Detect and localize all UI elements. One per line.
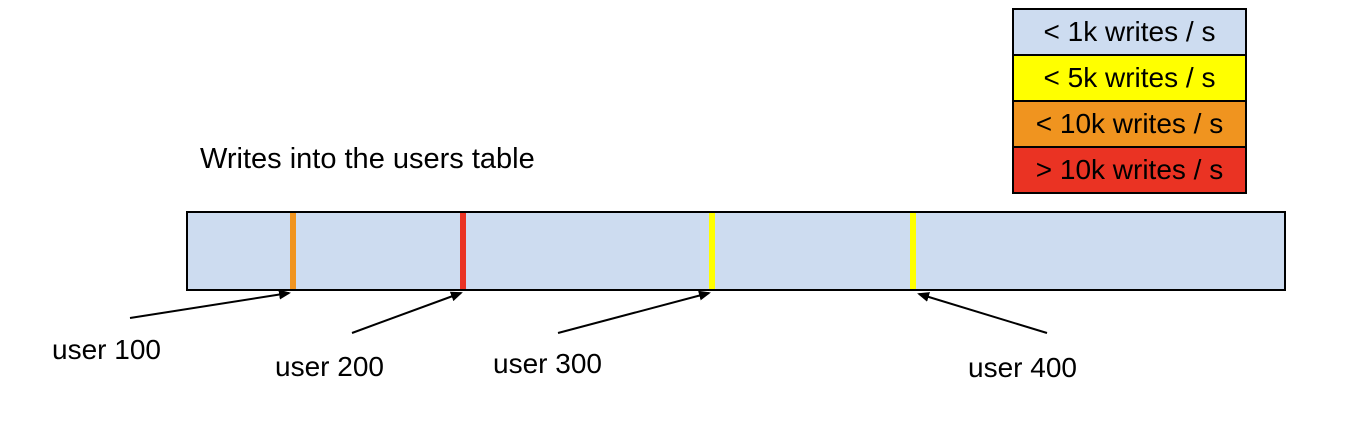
legend-item-label: < 10k writes / s [1035, 108, 1224, 139]
legend-item-label: > 10k writes / s [1035, 154, 1224, 185]
legend-item-lt-10k: < 10k writes / s [1014, 100, 1245, 146]
user-100-label: user 100 [52, 334, 161, 365]
legend-item-label: < 1k writes / s [1043, 16, 1216, 47]
arrow-user-400-icon [917, 292, 1048, 334]
legend-item-lt-1k: < 1k writes / s [1014, 10, 1245, 54]
user-400-label: user 400 [968, 352, 1077, 383]
diagram-title: Writes into the users table [200, 143, 535, 175]
legend: < 1k writes / s < 5k writes / s < 10k wr… [1012, 8, 1247, 194]
users-table-bar [186, 211, 1286, 291]
legend-item-lt-5k: < 5k writes / s [1014, 54, 1245, 100]
user-200-label: user 200 [275, 351, 384, 382]
arrow-user-200-icon [351, 291, 463, 334]
user-300-label: user 300 [493, 348, 602, 379]
legend-item-gt-10k: > 10k writes / s [1014, 146, 1245, 192]
legend-item-label: < 5k writes / s [1043, 62, 1216, 93]
hot-key-marker-user-300 [709, 213, 715, 289]
hot-key-marker-user-200 [460, 213, 466, 289]
arrow-user-100-icon [129, 289, 291, 319]
hot-key-marker-user-400 [910, 213, 916, 289]
hot-key-marker-user-100 [290, 213, 296, 289]
arrow-user-300-icon [557, 290, 711, 334]
